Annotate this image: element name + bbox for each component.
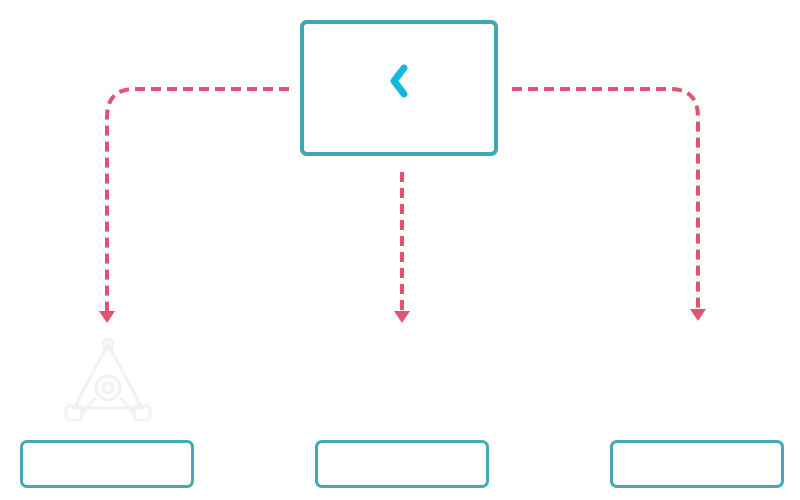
chevron-left-icon: [390, 64, 408, 98]
child-node-left[interactable]: [20, 440, 194, 488]
arrowhead-center: [394, 311, 410, 323]
connector-left: [105, 87, 289, 312]
arrowhead-right: [690, 309, 706, 321]
child-node-center[interactable]: [315, 440, 489, 488]
arrowhead-left: [99, 311, 115, 323]
triangle-network-icon: [64, 337, 152, 422]
child-node-right[interactable]: [610, 440, 784, 488]
root-node[interactable]: [300, 20, 498, 156]
connector-right: [512, 87, 700, 310]
